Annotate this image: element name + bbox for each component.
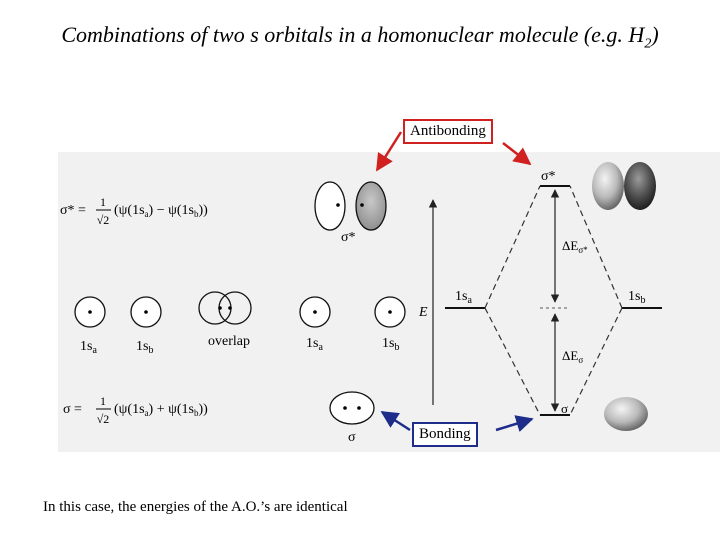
- eq-ab-num: 1: [100, 195, 106, 209]
- overlap-circle-left: [198, 291, 232, 325]
- footnote-text: In this case, the energies of the A.O.’s…: [43, 499, 348, 515]
- ao2-1sa-nucleus: [313, 310, 317, 314]
- eq-b-lhs: σ =: [63, 402, 82, 417]
- ao2-1sa-label: 1sa: [306, 336, 323, 353]
- bonding-arrow-right: [495, 415, 534, 432]
- overlap-label: overlap: [208, 334, 250, 349]
- ao2-1sa-sub: a: [318, 342, 323, 353]
- ao-1sb-sub: b: [148, 345, 153, 356]
- level-1sa-label: 1sa: [455, 289, 472, 306]
- overlap-nucleus-a: [218, 306, 222, 310]
- eq-ab-body: (ψ(1s: [114, 203, 145, 218]
- title-subscript: 2: [644, 36, 652, 52]
- correlation-1sa-to-sigma: [484, 307, 541, 416]
- antibonding-arrow-left: [375, 131, 403, 172]
- antibonding-orbital-pair: σ*: [314, 181, 387, 245]
- level-1sa-sub: a: [467, 295, 472, 306]
- antibonding-arrow-right: [502, 142, 532, 166]
- ao2-1sb-nucleus: [388, 310, 392, 314]
- eq-ab-den: √2: [97, 213, 110, 227]
- level-1sb-label: 1sb: [628, 289, 645, 306]
- ao-1sb-nucleus: [144, 310, 148, 314]
- eq-ab-mid: ) − ψ(1s: [149, 203, 194, 218]
- bonding-arrow-left: [380, 410, 411, 432]
- antibonding-callout: Antibonding: [403, 119, 493, 144]
- ao-1sa-main: 1s: [80, 339, 92, 354]
- correlation-1sb-to-sigma-star: [569, 185, 623, 309]
- slide-title: Combinations of two s orbitals in a homo…: [0, 22, 720, 52]
- bonding-callout: Bonding: [412, 422, 478, 447]
- level-1sb-sub: b: [640, 295, 645, 306]
- level-sigma-label: σ: [561, 401, 568, 416]
- ao-1sa-label: 1sa: [80, 339, 97, 356]
- b-orbital-ellipse: [329, 391, 375, 425]
- ab3d-lobe-dark: [624, 162, 656, 210]
- eq-ab-sub-a: a: [145, 209, 149, 219]
- ab-lobe-right: [355, 181, 387, 231]
- correlation-1sa-to-sigma-star: [484, 185, 541, 309]
- delta-e-lower-label: ΔEσ: [562, 348, 583, 365]
- delta-e-lower-main: ΔE: [562, 348, 578, 363]
- ao-1sb-main: 1s: [136, 339, 148, 354]
- eq-b-num: 1: [100, 394, 106, 408]
- ao2-1sb-label: 1sb: [382, 336, 399, 353]
- ab-nucleus-a: [336, 203, 340, 207]
- energy-level-diagram: E 1sa 1sb σ* σ ΔEσ* ΔEσ: [418, 169, 662, 416]
- eq-ab-end: )): [198, 203, 208, 218]
- overlap-nucleus-b: [228, 306, 232, 310]
- level-sigma-star-label: σ*: [541, 169, 556, 184]
- bonding-equation: σ = 1 √2 (ψ(1sa) + ψ(1sb)): [63, 394, 208, 426]
- bonding-orbital: σ: [329, 391, 375, 445]
- ab3d-lobe-light: [592, 162, 624, 210]
- eq-b-sub-b: b: [194, 408, 199, 418]
- eq-ab-lhs: σ* =: [60, 203, 86, 218]
- delta-e-upper-sub: σ*: [578, 245, 588, 255]
- atomic-orbitals-row: 1sa 1sb overlap 1sa 1sb: [74, 291, 406, 356]
- antibonding-3d-lobes: [592, 162, 656, 210]
- ao2-1sb-sub: b: [394, 342, 399, 353]
- ab-lobe-left: [314, 181, 346, 231]
- level-1sb-main: 1s: [628, 289, 640, 304]
- eq-b-body: (ψ(1s: [114, 402, 145, 417]
- delta-e-upper-main: ΔE: [562, 238, 578, 253]
- title-close: ): [651, 22, 659, 47]
- eq-b-mid: ) + ψ(1s: [149, 402, 194, 417]
- overlap-circle-right: [218, 291, 252, 325]
- level-1sa-main: 1s: [455, 289, 467, 304]
- delta-e-upper-label: ΔEσ*: [562, 238, 588, 255]
- ao-1sa-nucleus: [88, 310, 92, 314]
- ab-nucleus-b: [360, 203, 364, 207]
- b-nucleus-a: [343, 406, 347, 410]
- eq-ab-sub-b: b: [194, 209, 199, 219]
- ao-1sb-label: 1sb: [136, 339, 153, 356]
- ao2-1sa-main: 1s: [306, 336, 318, 351]
- eq-b-body-group: (ψ(1sa) + ψ(1sb)): [114, 402, 208, 418]
- title-text: Combinations of two s orbitals in a homo…: [61, 22, 645, 47]
- eq-b-sub-a: a: [145, 408, 149, 418]
- b-sigma-label: σ: [348, 430, 356, 445]
- ao2-1sb-main: 1s: [382, 336, 394, 351]
- ab-sigma-star-label: σ*: [341, 230, 356, 245]
- b-nucleus-b: [357, 406, 361, 410]
- eq-ab-body-group: (ψ(1sa) − ψ(1sb)): [114, 203, 208, 219]
- delta-e-lower-sub: σ: [578, 355, 583, 365]
- ao-1sa-sub: a: [92, 345, 97, 356]
- eq-b-den: √2: [97, 412, 110, 426]
- eq-b-end: )): [198, 402, 208, 417]
- bonding-3d-lobe: [604, 397, 648, 431]
- energy-axis-label: E: [418, 305, 428, 320]
- antibonding-equation: σ* = 1 √2 (ψ(1sa) − ψ(1sb)): [60, 195, 208, 227]
